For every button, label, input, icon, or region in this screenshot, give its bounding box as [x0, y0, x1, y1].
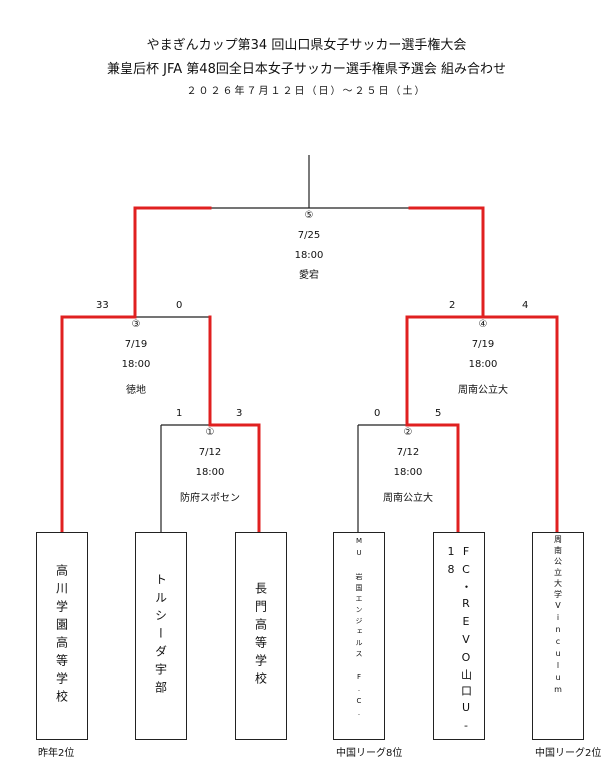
match-3-score-right: 0 [176, 300, 183, 311]
winner-path-m3 [60, 315, 137, 534]
team-box-vinculum: 周南公立大学Vinculum [532, 532, 584, 740]
winner-path-m3-to-m1 [208, 315, 261, 534]
match-5-info: ⑤ 7/25 18:00 愛宕 [249, 206, 369, 286]
team-note-takagawa: 昨年2位 [38, 748, 75, 759]
team-note-iwakuni: 中国リーグ8位 [336, 748, 403, 759]
team-name: FC・REVO山口U-18 [444, 545, 473, 737]
winner-path-final-left [133, 206, 212, 319]
match-3-score-left: 33 [96, 300, 109, 311]
match-3-time: 18:00 [121, 359, 151, 370]
team-name: 高川学園高等学校 [54, 564, 69, 708]
match-1-score-right: 3 [236, 408, 243, 419]
tournament-subtitle: 兼皇后杯 JFA 第48回全日本女子サッカー選手権県予選会 組み合わせ [107, 62, 506, 77]
match-5-time: 18:00 [294, 250, 324, 261]
match-4-venue: 周南公立大 [458, 385, 508, 396]
match-3-info: ③ 7/19 18:00 徳地 [76, 315, 196, 401]
team-name: 周南公立大学Vinculum [553, 535, 563, 697]
match-2-venue: 周南公立大 [383, 493, 433, 504]
team-box-torcida: トルシーダ宇部 [135, 532, 187, 740]
winner-path-final-right [408, 206, 485, 319]
team-box-nagato: 長門高等学校 [235, 532, 287, 740]
match-5-id: ⑤ [304, 210, 314, 221]
team-note-vinculum: 中国リーグ2位 [535, 748, 602, 759]
match-2-info: ② 7/12 18:00 周南公立大 [348, 423, 468, 509]
winner-path-m4-right [481, 315, 559, 534]
match-4-info: ④ 7/19 18:00 周南公立大 [423, 315, 543, 401]
match-1-id: ① [205, 427, 215, 438]
team-box-revo: FC・REVO山口U-18 [433, 532, 485, 740]
team-box-iwakuni: MU 岩国エンジェルス F.C. [333, 532, 385, 740]
team-box-takagawa: 高川学園高等学校 [36, 532, 88, 740]
match-2-time: 18:00 [393, 467, 423, 478]
team-name: MU 岩国エンジェルス F.C. [355, 537, 363, 721]
match-1-info: ① 7/12 18:00 防府スポセン [150, 423, 270, 509]
match-5-date: 7/25 [297, 230, 321, 241]
team-name: 長門高等学校 [253, 582, 268, 690]
match-1-date: 7/12 [198, 447, 222, 458]
match-3-venue: 徳地 [126, 385, 146, 396]
match-4-score-right: 4 [522, 300, 529, 311]
match-3-id: ③ [131, 319, 141, 330]
match-4-date: 7/19 [471, 339, 495, 350]
match-2-score-left: 0 [374, 408, 381, 419]
match-5-venue: 愛宕 [299, 270, 319, 281]
match-2-date: 7/12 [396, 447, 420, 458]
match-4-time: 18:00 [468, 359, 498, 370]
match-1-venue: 防府スポセン [180, 493, 240, 504]
tournament-dates: ２０２６年７月１２日（日）～２５日（土） [186, 86, 427, 97]
winner-path-m4-to-m2 [405, 315, 485, 534]
match-4-score-left: 2 [449, 300, 456, 311]
match-4-id: ④ [478, 319, 488, 330]
match-2-score-right: 5 [435, 408, 442, 419]
match-2-id: ② [403, 427, 413, 438]
team-name: トルシーダ宇部 [153, 573, 168, 699]
match-1-score-left: 1 [176, 408, 183, 419]
match-1-time: 18:00 [195, 467, 225, 478]
match-3-date: 7/19 [124, 339, 148, 350]
tournament-title: やまぎんカップ第34 回山口県女子サッカー選手権大会 [146, 38, 467, 53]
